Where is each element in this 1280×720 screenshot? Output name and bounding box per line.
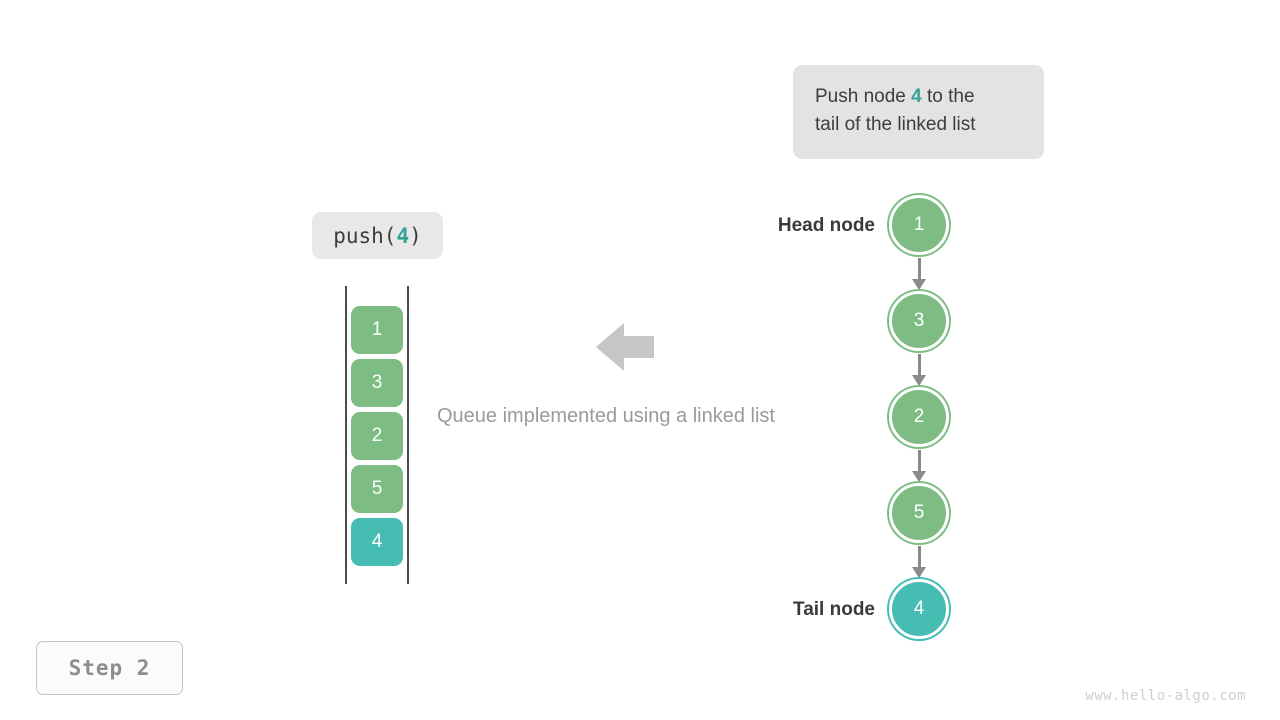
queue-cell: 2 (351, 412, 403, 460)
queue-cell: 3 (351, 359, 403, 407)
callout-box: Push node 4 to the tail of the linked li… (793, 65, 1044, 159)
operation-argument: 4 (396, 223, 410, 248)
callout-line2: tail of the linked list (815, 114, 976, 135)
queue-rail-left (345, 286, 347, 584)
queue-cell-list: 1 3 2 5 4 (351, 306, 403, 571)
tail-node-label: Tail node (793, 599, 875, 620)
linked-list-arrowhead-icon (912, 471, 926, 482)
callout-accent-value: 4 (911, 86, 922, 107)
step-badge: Step 2 (36, 641, 183, 695)
operation-suffix: ) (409, 223, 422, 248)
linked-list-node: 5 (889, 483, 949, 543)
callout-text-before: Push node (815, 86, 912, 107)
linked-list-edge (918, 546, 921, 570)
linked-list-node: 1 (889, 195, 949, 255)
linked-list-edge (918, 354, 921, 378)
linked-list-node: 3 (889, 291, 949, 351)
queue-cell: 4 (351, 518, 403, 566)
linked-list-node: 4 (889, 579, 949, 639)
queue-cell: 5 (351, 465, 403, 513)
diagram-caption: Queue implemented using a linked list (437, 405, 775, 427)
queue-container: 1 3 2 5 4 (345, 286, 409, 584)
head-node-label: Head node (777, 215, 875, 236)
queue-cell: 1 (351, 306, 403, 354)
callout-text: Push node 4 to the tail of the linked li… (815, 83, 1022, 139)
operation-prefix: push( (333, 223, 397, 248)
operation-label: push(4) (312, 212, 443, 259)
queue-rail-right (407, 286, 409, 584)
linked-list-arrowhead-icon (912, 279, 926, 290)
left-arrow-icon (596, 321, 654, 373)
callout-text-after: to the (921, 86, 975, 107)
linked-list-arrowhead-icon (912, 375, 926, 386)
watermark: www.hello-algo.com (1085, 688, 1246, 704)
linked-list-node: 2 (889, 387, 949, 447)
linked-list-edge (918, 258, 921, 282)
linked-list-edge (918, 450, 921, 474)
linked-list-arrowhead-icon (912, 567, 926, 578)
